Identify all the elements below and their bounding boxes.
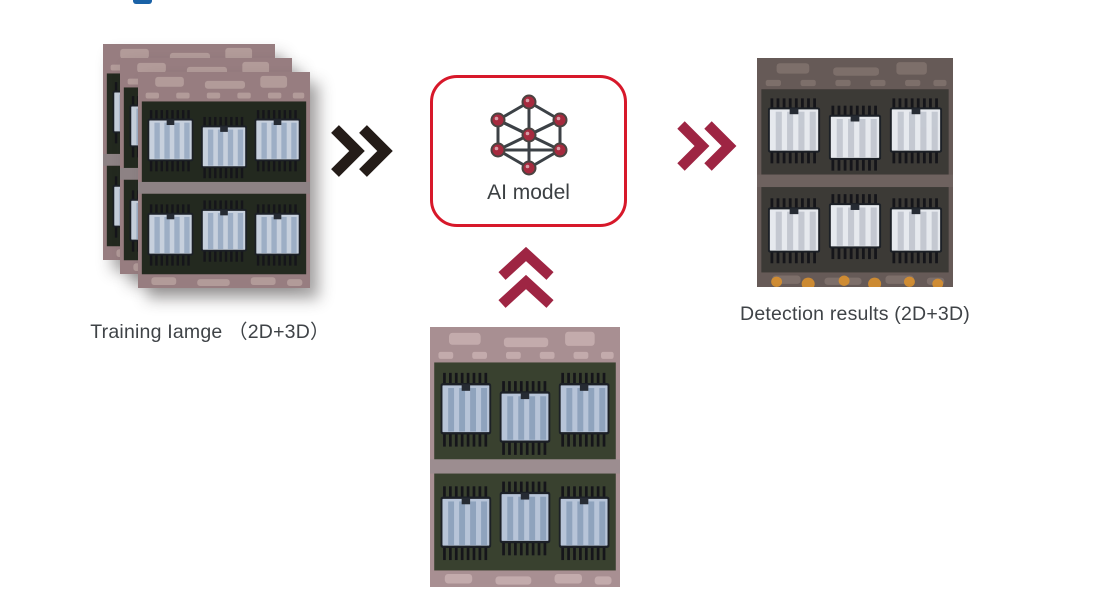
detection-result-image	[757, 58, 953, 287]
ai-model-label: AI model	[487, 181, 570, 204]
solder-dots	[771, 275, 944, 287]
double-chevron-right-icon	[677, 121, 737, 171]
clipped-heading-fragment	[133, 0, 152, 4]
network-icon	[490, 94, 567, 176]
double-chevron-up-icon	[498, 247, 554, 308]
pcb-photo	[757, 58, 953, 287]
double-chevron-right-icon	[331, 125, 393, 177]
pcb-photo	[430, 327, 620, 587]
input-image	[430, 327, 620, 587]
detection-label: Detection results (2D+3D)	[740, 303, 970, 325]
training-label: Training Iamge （2D+3D）	[90, 321, 330, 343]
pcb-photo	[138, 72, 310, 288]
ai-model-box: AI model	[430, 75, 627, 227]
training-image	[138, 72, 310, 288]
